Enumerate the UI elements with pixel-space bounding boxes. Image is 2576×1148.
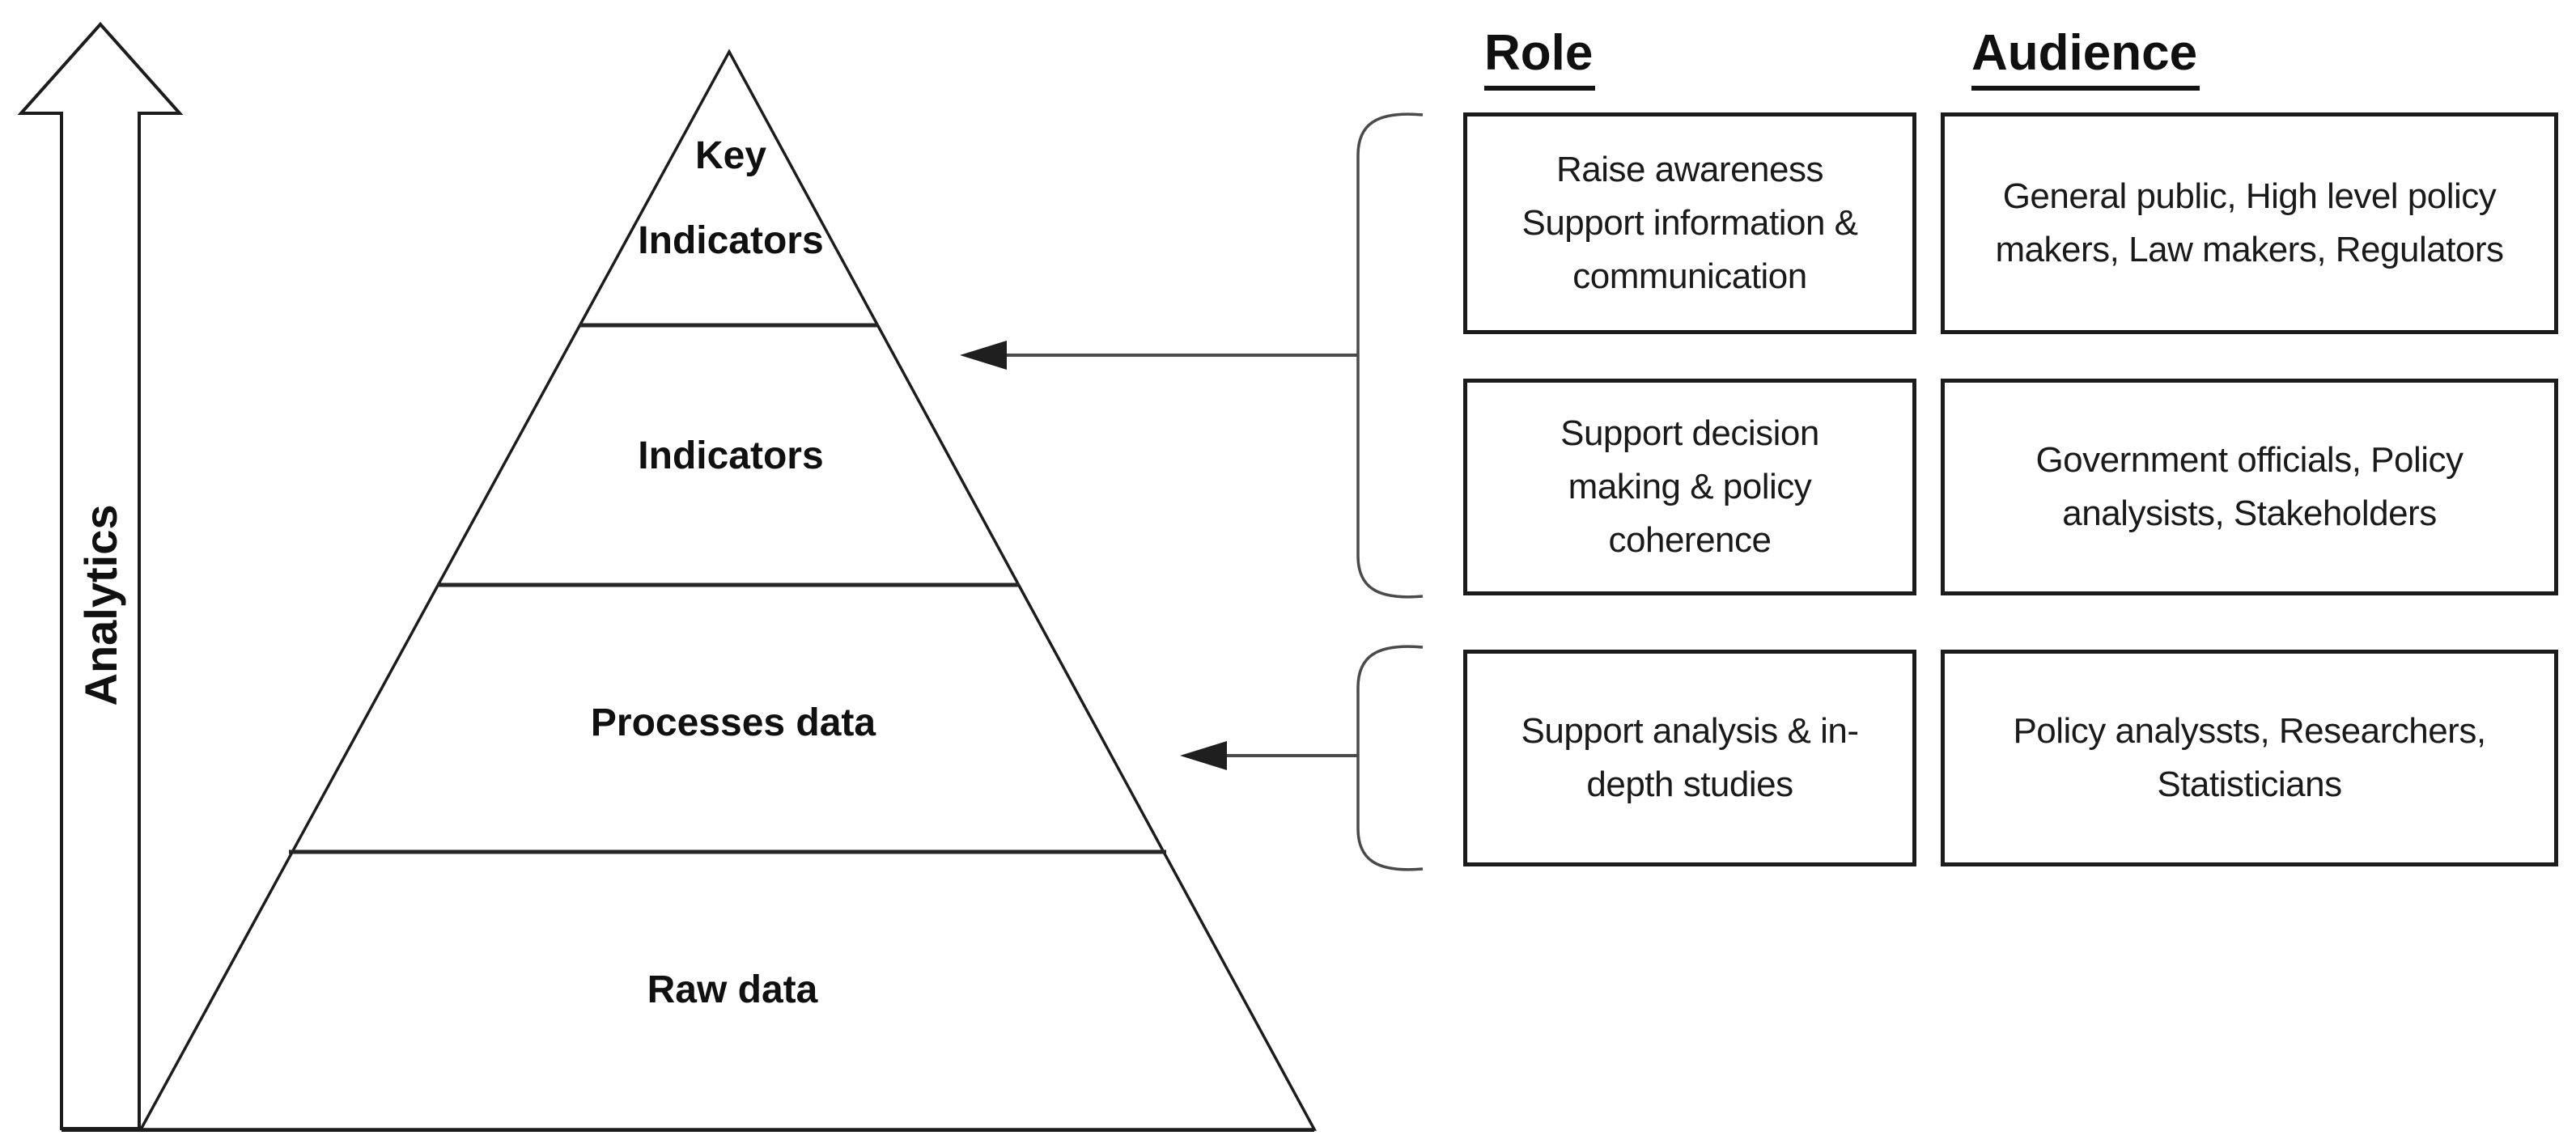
column-header-audience-text: Audience — [1971, 24, 2200, 91]
column-header-role-text: Role — [1484, 24, 1596, 91]
column-header-role: Role — [1484, 24, 1596, 91]
audience-box-row-1-text: General public, High level policy makers… — [1995, 176, 2504, 269]
bracket-row-3 — [1356, 645, 1424, 871]
audience-box-row-2: Government officials, Policy analysists,… — [1941, 379, 2558, 595]
role-box-row-2-text: Support decision making & policy coheren… — [1560, 413, 1819, 560]
pyramid-level-3-label: Processes data — [590, 701, 876, 744]
column-header-audience: Audience — [1971, 24, 2200, 91]
analytics-up-arrow-shape — [17, 21, 184, 1130]
pyramid-triangle — [138, 49, 1317, 1131]
axis-label-analytics: Analytics — [75, 504, 126, 706]
role-box-row-2: Support decision making & policy coheren… — [1463, 379, 1916, 595]
connector-arrow-1-head — [960, 341, 1007, 370]
pyramid-level-2-label: Indicators — [638, 434, 824, 477]
pyramid-level-1-label: Key Indicators — [638, 134, 824, 262]
role-box-row-3: Support analysis & in- depth studies — [1463, 650, 1916, 866]
role-box-row-3-text: Support analysis & in- depth studies — [1521, 711, 1860, 804]
bracket-rows-1-2 — [1356, 112, 1424, 599]
audience-box-row-2-text: Government officials, Policy analysists,… — [2035, 440, 2464, 533]
connector-arrow-2-head — [1180, 741, 1227, 770]
role-box-row-1-text: Raise awareness Support information & co… — [1521, 150, 1858, 296]
role-box-row-1: Raise awareness Support information & co… — [1463, 112, 1916, 334]
audience-box-row-1: General public, High level policy makers… — [1941, 112, 2558, 334]
pyramid-level-4-label: Raw data — [647, 968, 818, 1011]
audience-box-row-3: Policy analyssts, Researchers, Statistic… — [1941, 650, 2558, 866]
audience-box-row-3-text: Policy analyssts, Researchers, Statistic… — [2013, 711, 2486, 804]
